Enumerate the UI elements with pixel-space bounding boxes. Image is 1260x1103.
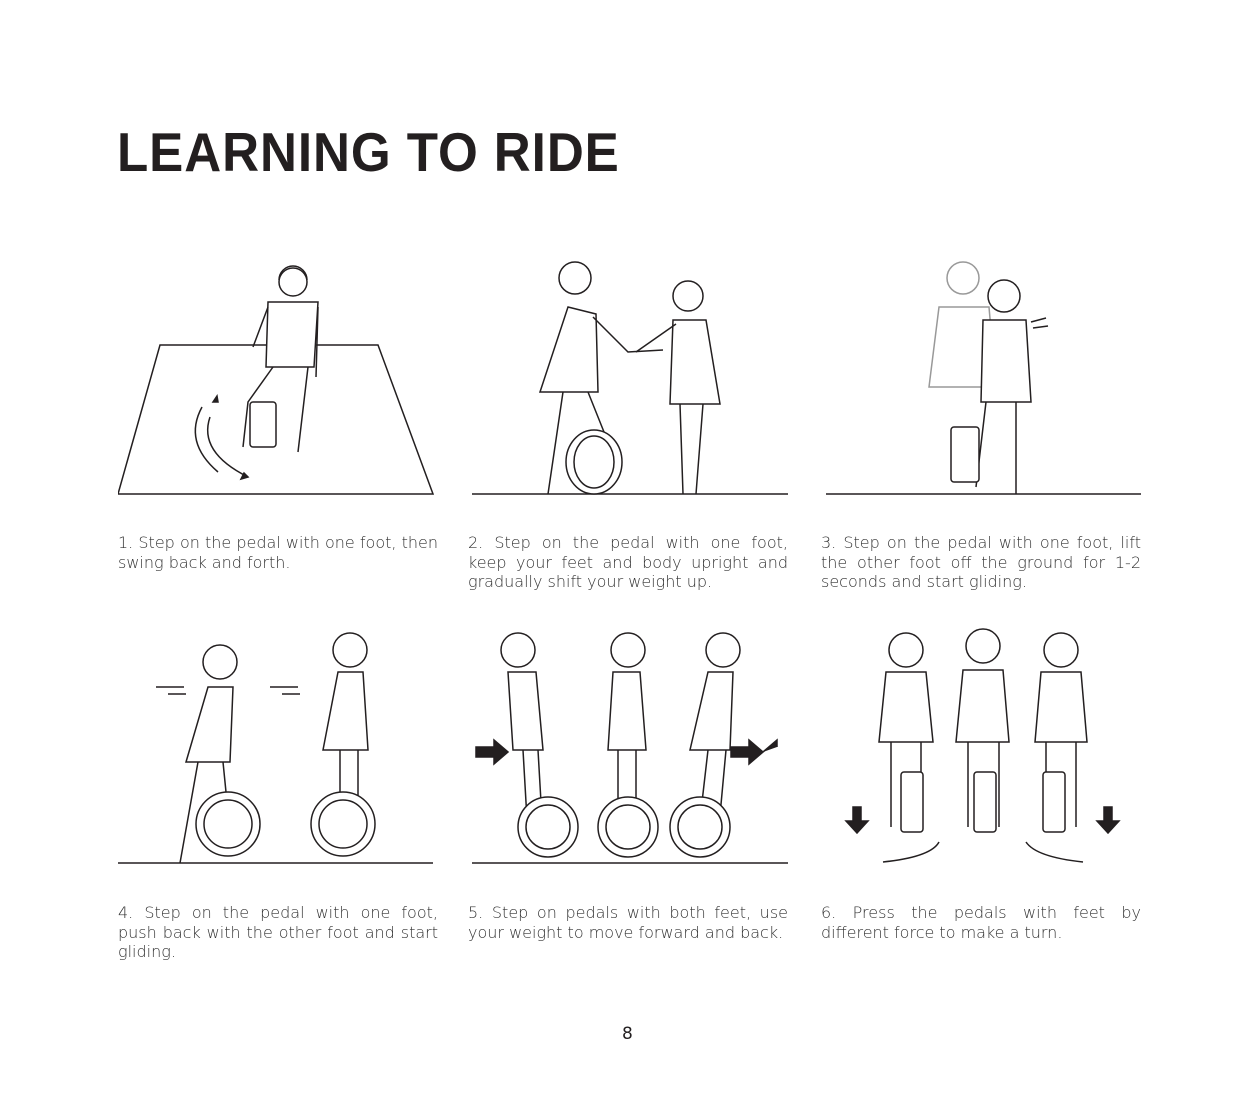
step-4-caption: 4. Step on the pedal with one foot, push… [118,903,438,961]
page-number: 8 [622,1024,633,1044]
step-1-caption: 1. Step on the pedal with one foot, then… [118,533,438,572]
step-3-illustration [821,252,1141,497]
step-4-illustration [118,622,438,867]
step-6-caption: 6. Press the pedals with feet by differe… [821,903,1141,942]
step-2-caption: 2. Step on the pedal with one foot, keep… [468,533,788,591]
page-title: LEARNING TO RIDE [117,121,620,183]
step-6-illustration [821,622,1141,867]
step-5-illustration [468,622,788,867]
step-1-illustration [117,252,438,497]
step-3-caption: 3. Step on the pedal with one foot, lift… [821,533,1141,591]
step-2-illustration [468,252,788,497]
step-5-caption: 5. Step on pedals with both feet, use yo… [468,903,788,942]
